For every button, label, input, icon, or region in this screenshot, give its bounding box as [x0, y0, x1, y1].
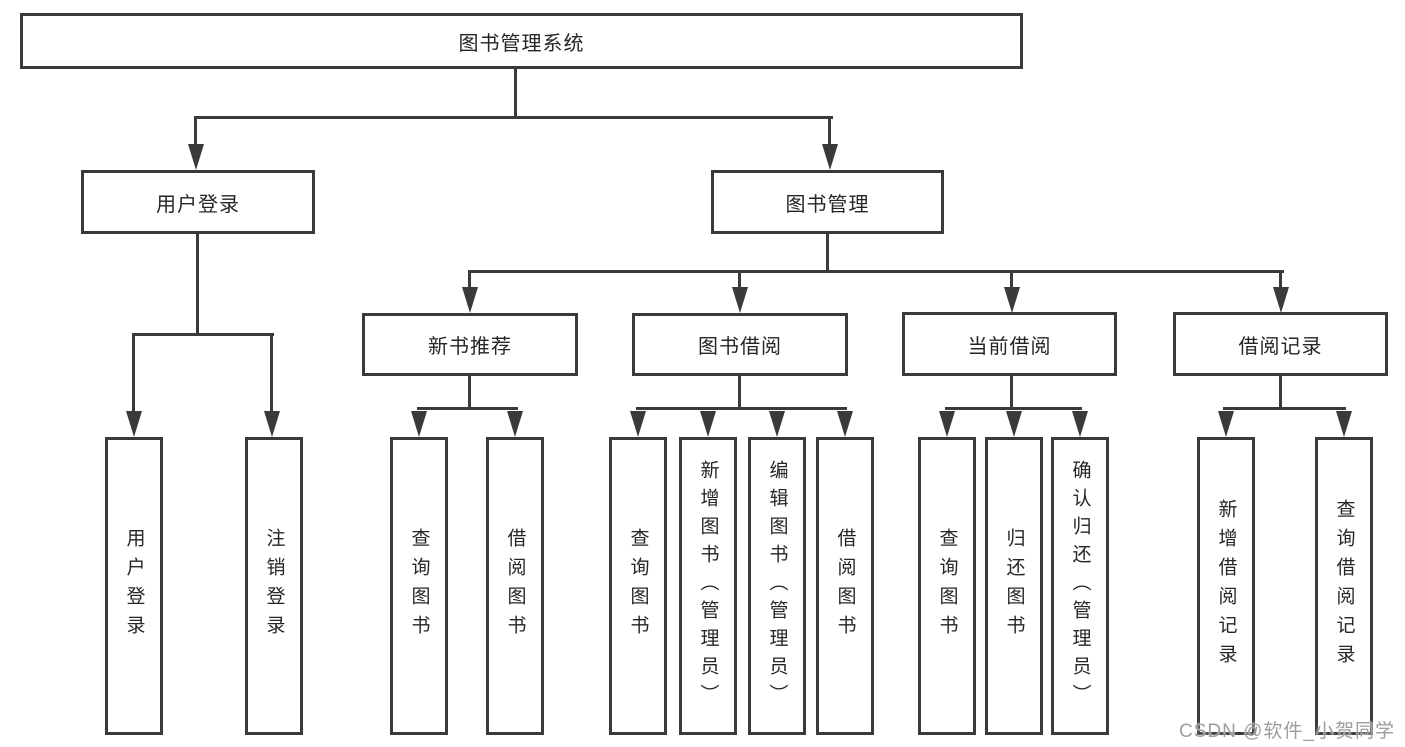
- leaf-logout-label: 注销登录: [263, 528, 285, 644]
- connector-line: [417, 407, 518, 410]
- connector-arrow: [1006, 411, 1022, 437]
- connector-arrow: [462, 287, 478, 313]
- connector-arrow: [1273, 287, 1289, 313]
- connector-line: [945, 407, 1082, 410]
- node-book-borrowing: 图书借阅: [632, 313, 848, 376]
- connector-line: [468, 270, 1284, 273]
- node-new-book-recommend: 新书推荐: [362, 313, 578, 376]
- node-borrowing-records: 借阅记录: [1173, 312, 1388, 376]
- leaf-cb-query-books: 查询图书: [918, 437, 976, 735]
- connector-line: [1010, 270, 1013, 290]
- connector-arrow: [1218, 411, 1234, 437]
- leaf-nb-borrow-books: 借阅图书: [486, 437, 544, 735]
- leaf-logout: 注销登录: [245, 437, 303, 735]
- leaf-user-login-label: 用户登录: [123, 528, 145, 644]
- leaf-br-add-record-label: 新增借阅记录: [1215, 499, 1237, 673]
- node-user-login: 用户登录: [81, 170, 315, 234]
- connector-line: [1223, 407, 1346, 410]
- connector-line: [468, 270, 471, 290]
- leaf-br-add-record: 新增借阅记录: [1197, 437, 1255, 735]
- connector-line: [194, 116, 833, 119]
- leaf-bb-add-books-admin-label: 新增图书（管理员）: [697, 460, 719, 712]
- leaf-nb-borrow-books-label: 借阅图书: [504, 528, 526, 644]
- connector-line: [514, 68, 517, 118]
- connector-arrow: [1004, 287, 1020, 313]
- connector-arrow: [264, 411, 280, 437]
- leaf-bb-query-books: 查询图书: [609, 437, 667, 735]
- leaf-cb-confirm-return-admin-label: 确认归还（管理员）: [1069, 460, 1091, 712]
- connector-line: [738, 374, 741, 410]
- connector-line: [826, 231, 829, 273]
- connector-arrow: [630, 411, 646, 437]
- connector-arrow: [507, 411, 523, 437]
- node-root: 图书管理系统: [20, 13, 1023, 69]
- watermark: CSDN @软件_小贺同学: [1179, 721, 1395, 742]
- connector-arrow: [700, 411, 716, 437]
- connector-line: [738, 270, 741, 290]
- leaf-cb-return-books-label: 归还图书: [1003, 528, 1025, 644]
- connector-arrow: [732, 287, 748, 313]
- connector-arrow: [188, 144, 204, 170]
- node-current-borrowing: 当前借阅: [902, 312, 1117, 376]
- connector-line: [132, 333, 274, 336]
- connector-line: [132, 333, 135, 413]
- leaf-br-query-record-label: 查询借阅记录: [1333, 499, 1355, 673]
- connector-arrow: [1336, 411, 1352, 437]
- leaf-nb-query-books-label: 查询图书: [408, 528, 430, 644]
- connector-line: [1279, 270, 1282, 290]
- node-book-management: 图书管理: [711, 170, 944, 234]
- connector-arrow: [939, 411, 955, 437]
- leaf-br-query-record: 查询借阅记录: [1315, 437, 1373, 735]
- connector-arrow: [837, 411, 853, 437]
- connector-line: [196, 231, 199, 336]
- leaf-cb-return-books: 归还图书: [985, 437, 1043, 735]
- leaf-bb-add-books-admin: 新增图书（管理员）: [679, 437, 737, 735]
- connector-arrow: [769, 411, 785, 437]
- leaf-bb-query-books-label: 查询图书: [627, 528, 649, 644]
- connector-arrow: [1072, 411, 1088, 437]
- leaf-cb-query-books-label: 查询图书: [936, 528, 958, 644]
- leaf-bb-borrow-books-label: 借阅图书: [834, 528, 856, 644]
- connector-arrow: [822, 144, 838, 170]
- connector-line: [828, 116, 831, 146]
- connector-arrow: [411, 411, 427, 437]
- connector-line: [270, 333, 273, 413]
- leaf-user-login: 用户登录: [105, 437, 163, 735]
- connector-line: [636, 407, 847, 410]
- leaf-nb-query-books: 查询图书: [390, 437, 448, 735]
- connector-arrow: [126, 411, 142, 437]
- leaf-bb-edit-books-admin: 编辑图书（管理员）: [748, 437, 806, 735]
- connector-line: [194, 116, 197, 146]
- connector-line: [1010, 374, 1013, 410]
- leaf-cb-confirm-return-admin: 确认归还（管理员）: [1051, 437, 1109, 735]
- leaf-bb-borrow-books: 借阅图书: [816, 437, 874, 735]
- leaf-bb-edit-books-admin-label: 编辑图书（管理员）: [766, 460, 788, 712]
- connector-line: [1279, 374, 1282, 410]
- connector-line: [468, 374, 471, 410]
